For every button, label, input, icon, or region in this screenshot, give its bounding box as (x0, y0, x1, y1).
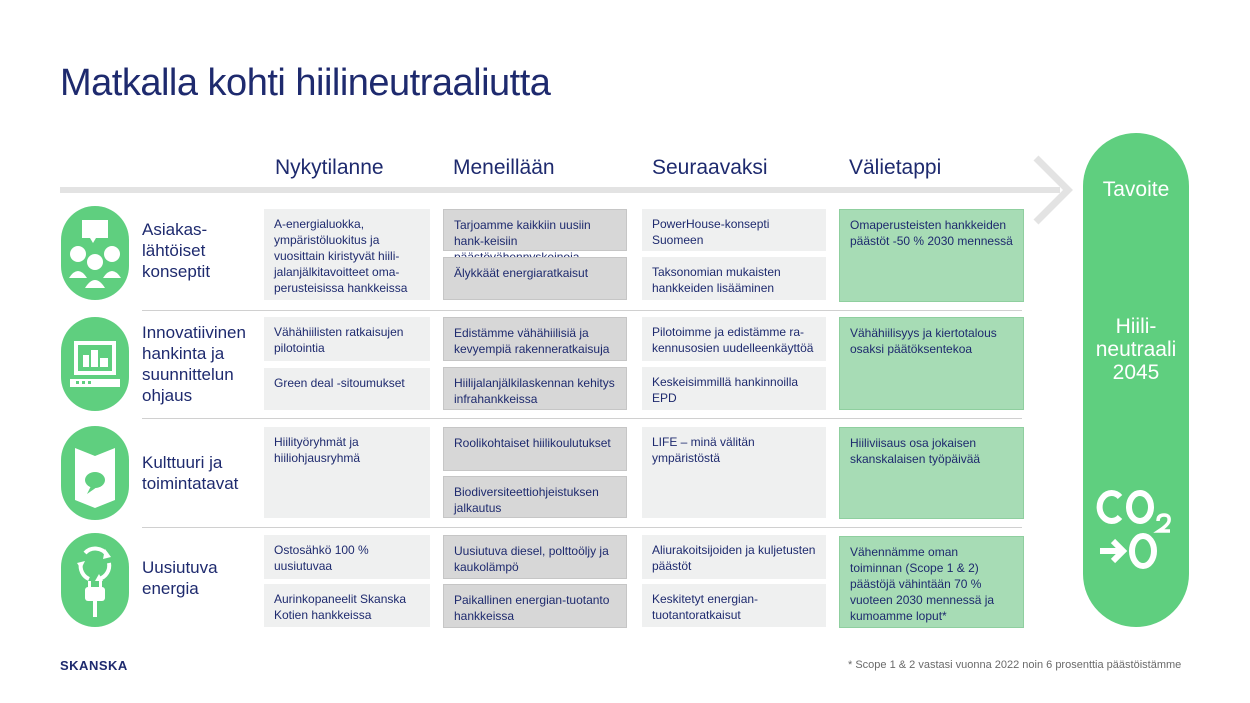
row-2-label: Innovatiivinen hankinta ja suunnittelun … (142, 322, 246, 406)
goal-line-2: neutraali (1095, 338, 1177, 361)
row-4-meneillaan-cell-1: Uusiutuva diesel, polttoöljy ja kaukoläm… (443, 535, 627, 579)
column-header-seuraavaksi: Seuraavaksi (652, 156, 768, 179)
row-3-valietappi-cell: Hiiliviisaus osa jokaisen skanskalaisen … (839, 427, 1024, 519)
goal-panel: Tavoite Hiili- neutraali 2045 (1083, 133, 1189, 627)
row-2-valietappi-cell: Vähähiilisyys ja kiertotalous osaksi pää… (839, 317, 1024, 410)
column-header-valietappi: Välietappi (849, 156, 942, 179)
row-3-nykytilanne-cell: Hiilityöryhmät ja hiiliohjausryhmä (264, 427, 430, 518)
goal-label: Tavoite (1102, 178, 1170, 201)
row-2-nykytilanne-cell-2: Green deal -sitoumukset (264, 368, 430, 410)
goal-text: Hiili- neutraali 2045 (1083, 315, 1189, 384)
row-4-label-line: energia (142, 579, 199, 598)
book-speech-bubble-icon (75, 448, 115, 508)
row-1-valietappi-cell: Omaperusteisten hankkeiden päästöt -50 %… (839, 209, 1024, 302)
goal-line-1: Hiili- (1115, 315, 1157, 338)
row-4-seuraavaksi-cell-1: Aliurakoitsijoiden ja kuljetusten päästö… (642, 535, 826, 579)
row-4-seuraavaksi-cell-2: Keskitetyt energian-tuotantoratkaisut (642, 584, 826, 627)
timeline-arrow-icon (60, 155, 1073, 225)
row-4-valietappi-cell: Vähennämme oman toiminnan (Scope 1 & 2) … (839, 536, 1024, 628)
row-4-meneillaan-cell-2: Paikallinen energian-tuotanto hankkeissa (443, 584, 627, 628)
row-2-icon-container (61, 317, 129, 411)
goal-line-3: 2045 (1112, 361, 1160, 384)
row-2-label-line: hankinta ja (142, 344, 225, 363)
row-2-seuraavaksi-cell-1: Pilotoimme ja edistämme ra-kennusosien u… (642, 317, 826, 361)
row-2-meneillaan-cell-2: Hiilijalanjälkilaskennan kehitys infraha… (443, 367, 627, 410)
co2-to-zero-icon (1096, 490, 1171, 569)
row-4-label: Uusiutuva energia (142, 557, 218, 599)
row-2-label-line: Innovatiivinen (142, 323, 246, 342)
row-1-meneillaan-cell-1: Tarjoamme kaikkiin uusiin hank-keisiin p… (443, 209, 627, 264)
row-4-icon-container (61, 533, 129, 627)
row-1-icon-container (61, 206, 129, 300)
row-3-label-line: Kulttuuri ja (142, 453, 223, 472)
row-divider (142, 527, 1022, 528)
row-2-label-line: ohjaus (142, 386, 193, 405)
row-1-nykytilanne-cell: A-energialuokka, ympäristöluokitus ja vu… (264, 209, 430, 300)
row-4-label-line: Uusiutuva (142, 558, 218, 577)
skanska-logo: SKANSKA (60, 658, 128, 673)
row-1-seuraavaksi-cell-1: PowerHouse-konsepti Suomeen (642, 209, 826, 251)
row-divider (142, 310, 1022, 311)
people-speech-bubble-icon (69, 220, 121, 288)
row-2-label-line: suunnittelun (142, 365, 234, 384)
row-2-seuraavaksi-cell-2: Keskeisimmillä hankinnoilla EPD (642, 367, 826, 410)
row-3-meneillaan-cell-1: Roolikohtaiset hiilikoulutukset (443, 427, 627, 471)
row-divider (142, 418, 1022, 419)
computer-screen-icon (70, 341, 120, 387)
row-1-label-line: konseptit (142, 262, 211, 281)
row-3-label: Kulttuuri ja toimintatavat (142, 452, 238, 494)
footnote: * Scope 1 & 2 vastasi vuonna 2022 noin 6… (848, 659, 1182, 671)
row-1-label-line: lähtöiset (142, 241, 206, 260)
row-1-meneillaan-cell-2: Älykkäät energiaratkaisut (443, 257, 627, 300)
column-header-meneillaan: Meneillään (453, 156, 555, 179)
row-3-meneillaan-cell-2: Biodiversiteettiohjeistuksen jalkautus (443, 476, 627, 518)
row-1-label: Asiakas- lähtöiset konseptit (142, 219, 210, 282)
page-title: Matkalla kohti hiilineutraaliutta (60, 62, 551, 104)
row-3-icon-container (61, 426, 129, 520)
row-1-seuraavaksi-cell-2: Taksonomian mukaisten hankkeiden lisäämi… (642, 257, 826, 300)
row-3-seuraavaksi-cell: LIFE – minä välitän ympäristöstä (642, 427, 826, 518)
recycle-plug-icon (77, 546, 112, 617)
row-3-label-line: toimintatavat (142, 474, 239, 493)
row-4-nykytilanne-cell-1: Ostosähkö 100 % uusiutuvaa (264, 535, 430, 579)
column-header-nykytilanne: Nykytilanne (275, 156, 384, 179)
row-2-meneillaan-cell-1: Edistämme vähähiilisiä ja kevyempiä rake… (443, 317, 627, 361)
row-2-nykytilanne-cell-1: Vähähiilisten ratkaisujen pilotointia (264, 317, 430, 361)
row-1-label-line: Asiakas- (142, 220, 208, 239)
row-4-nykytilanne-cell-2: Aurinkopaneelit Skanska Kotien hankkeiss… (264, 584, 430, 627)
